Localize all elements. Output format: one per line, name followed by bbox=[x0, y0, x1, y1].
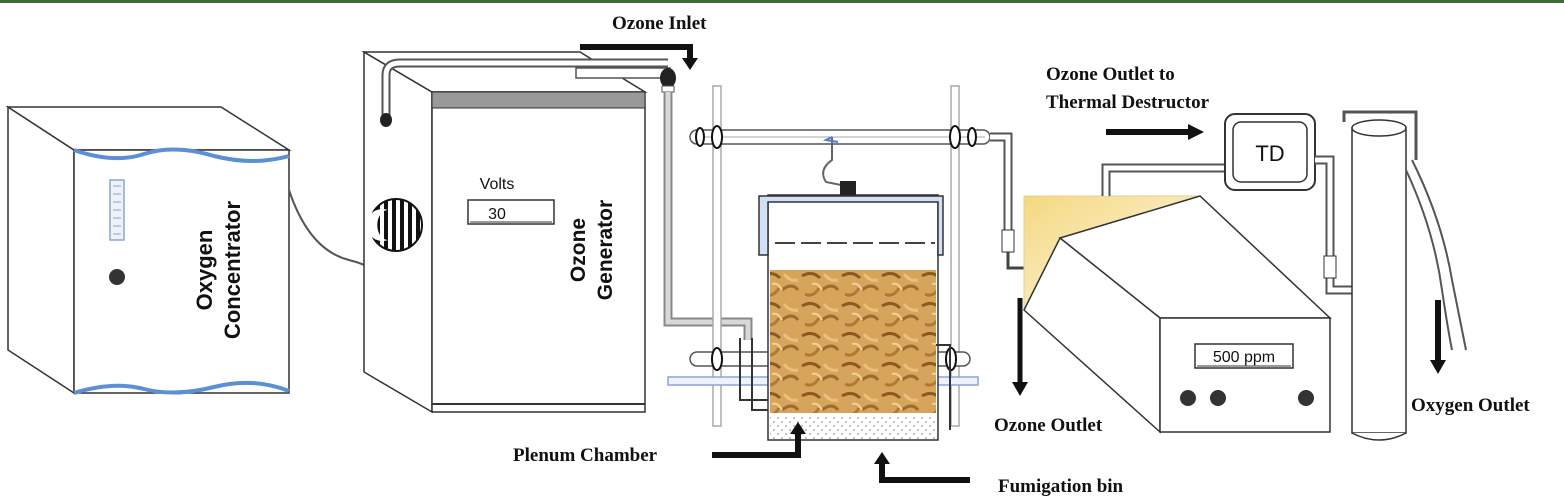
fumigation-arrow-icon bbox=[879, 460, 970, 483]
ozone-generator-label-1: Ozone bbox=[567, 218, 590, 282]
oxygen-outlet-label: Oxygen Outlet bbox=[1411, 395, 1530, 416]
ozone-outlet-label: Ozone Outlet bbox=[994, 415, 1103, 436]
ozone-inlet-pipe bbox=[663, 92, 753, 340]
top-border bbox=[0, 0, 1564, 3]
analyzer-knob-icon bbox=[1210, 390, 1226, 406]
fumigation-bin bbox=[739, 181, 951, 441]
oxygen-concentrator-label-1: Oxygen bbox=[192, 230, 217, 311]
grain-bed bbox=[770, 270, 936, 413]
ppm-display bbox=[1194, 343, 1294, 369]
ppm-value: 500 ppm bbox=[1213, 349, 1275, 366]
td-label: TD bbox=[1255, 141, 1284, 166]
plenum-arrow-icon bbox=[712, 430, 801, 458]
ozone-inlet-arrow-icon bbox=[580, 44, 693, 62]
ozone-outlet-to-label-1: Ozone Outlet to bbox=[1046, 64, 1175, 85]
volts-value: 30 bbox=[488, 206, 506, 223]
volts-display bbox=[467, 199, 555, 225]
analyzer-knob-icon bbox=[1180, 390, 1196, 406]
oxygen-concentrator-label-2: Concentrator bbox=[220, 201, 245, 340]
ozone-generator-label-2: Generator bbox=[594, 200, 617, 300]
oxygen-outlet-tube bbox=[1342, 110, 1467, 441]
analyzer-knob-icon bbox=[1298, 390, 1314, 406]
outlet-pipe bbox=[990, 132, 1013, 230]
oxygen-concentrator: Oxygen Concentrator bbox=[5, 105, 292, 395]
ozone-analyzer: 500 ppm bbox=[1023, 195, 1332, 434]
fan-icon bbox=[369, 198, 423, 252]
ozone-generator: Volts 30 Ozone Generator bbox=[361, 50, 668, 414]
power-knob-icon bbox=[109, 269, 125, 285]
plenum-chamber-label: Plenum Chamber bbox=[513, 445, 658, 466]
ozone-outlet-to-label-2: Thermal Destructor bbox=[1046, 92, 1210, 113]
lid-port-icon bbox=[840, 181, 856, 195]
fumigation-bin-label: Fumigation bin bbox=[998, 476, 1124, 497]
thermal-destructor: TD bbox=[1224, 113, 1316, 191]
volts-label: Volts bbox=[480, 176, 515, 193]
ozone-inlet-label: Ozone Inlet bbox=[612, 13, 707, 34]
